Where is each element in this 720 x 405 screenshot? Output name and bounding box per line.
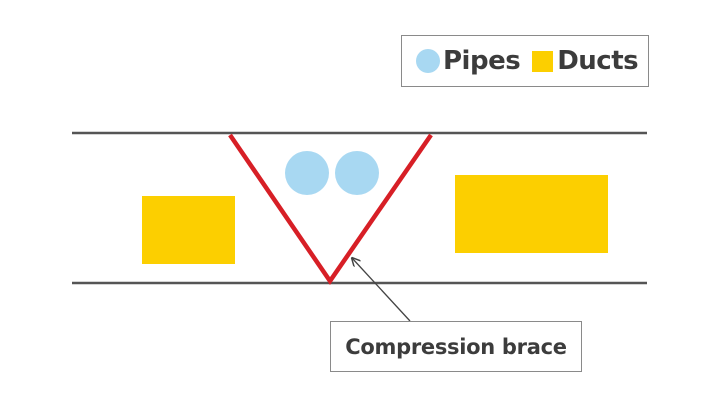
callout-label: Compression brace <box>345 334 567 359</box>
compression-brace <box>228 133 433 285</box>
duct-right <box>455 175 608 253</box>
legend-label-pipes: Pipes <box>443 46 521 76</box>
duct-left <box>142 196 235 264</box>
callout-leader-arrow <box>352 258 411 322</box>
legend-label-ducts: Ducts <box>557 46 639 76</box>
legend-item-pipes: Pipes <box>416 46 521 76</box>
pipe-left <box>285 151 329 195</box>
callout-box: Compression brace <box>330 321 582 372</box>
legend-item-ducts: Ducts <box>520 46 639 76</box>
pipe-circle-icon <box>416 49 440 73</box>
pipe-right <box>335 151 379 195</box>
legend: Pipes Ducts <box>401 35 649 87</box>
duct-square-icon <box>532 50 554 72</box>
